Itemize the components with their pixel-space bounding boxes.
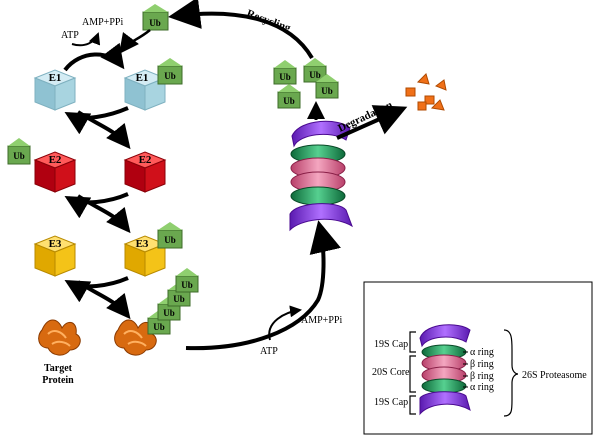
svg-text:E2: E2: [49, 154, 62, 166]
ub-entry-arrow: [118, 29, 151, 54]
legend-cap-top: 19S Cap: [374, 339, 408, 350]
atp-label-top: ATP: [61, 30, 79, 41]
legend-core: 20S Core: [372, 367, 410, 378]
legend-proteasome-title: 26S Proteasome: [522, 370, 587, 381]
svg-text:E3: E3: [136, 238, 149, 250]
svg-text:Ub: Ub: [181, 280, 193, 290]
svg-text:Ub: Ub: [13, 151, 25, 161]
svg-text:Ub: Ub: [279, 72, 291, 82]
amp-ppi-label-bottom: AMP+PPi: [301, 315, 342, 326]
ubiquitinated-protein: [114, 319, 157, 356]
svg-text:Ub: Ub: [321, 86, 333, 96]
ub-tag-e2: Ub: [7, 138, 31, 165]
ub-tag-e3: Ub: [157, 222, 183, 249]
legend-alpha-ring-top: α ring: [470, 347, 494, 358]
legend-beta-ring-2: β ring: [470, 371, 494, 382]
proteasome-legend-box: [363, 281, 593, 435]
legend-ring-ticks: [463, 351, 468, 388]
e3-cube-right: E3: [123, 235, 167, 277]
to-proteasome-arrow: [185, 220, 341, 351]
proteasome-main: [289, 120, 353, 232]
svg-text:Ub: Ub: [309, 70, 321, 80]
polyubiquitin-chain: Ub Ub Ub Ub: [147, 268, 199, 335]
amp-ppi-label-top: AMP+PPi: [82, 17, 123, 28]
svg-text:Ub: Ub: [283, 96, 295, 106]
svg-text:E2: E2: [139, 154, 152, 166]
svg-text:E3: E3: [49, 238, 62, 250]
legend-proteasome-illustration: [419, 324, 471, 416]
legend-cap-bottom: 19S Cap: [374, 397, 408, 408]
svg-text:Ub: Ub: [163, 308, 175, 318]
target-protein-label-1: Target: [44, 363, 73, 374]
atp-arrow-bottom: [268, 305, 302, 341]
atp-label-bottom: ATP: [260, 346, 278, 357]
target-protein-label-2: Protein: [42, 375, 74, 386]
svg-text:E1: E1: [136, 72, 149, 84]
svg-text:E1: E1: [49, 72, 62, 84]
svg-text:Ub: Ub: [164, 235, 176, 245]
e3-cube-left: E3: [33, 235, 77, 277]
ub-tag-e1: Ub: [157, 58, 183, 85]
atp-arrow-top: [71, 32, 101, 47]
cycle-arrow-e2-e3-up: [64, 192, 129, 219]
cycle-arrow-e1-top: [63, 42, 125, 72]
e2-cube-right: E2: [123, 151, 167, 193]
cycle-arrow-e3-protein-up: [64, 276, 129, 303]
legend-alpha-ring-bottom: α ring: [470, 382, 494, 393]
svg-text:Ub: Ub: [164, 71, 176, 81]
e2-cube-left: E2: [33, 151, 77, 193]
svg-text:Ub: Ub: [173, 294, 185, 304]
recycling-label: Recycling: [245, 8, 293, 35]
ub-tag-top: Ub: [142, 4, 169, 31]
peptide-fragments: [405, 73, 447, 111]
legend-beta-ring-1: β ring: [470, 359, 494, 370]
cycle-arrow-e1-e2-up: [64, 106, 129, 135]
svg-text:Ub: Ub: [149, 18, 161, 28]
legend-right-bracket: [503, 329, 519, 417]
legend-left-brackets: [409, 331, 416, 415]
svg-text:Ub: Ub: [153, 322, 165, 332]
recycling-arrow: [168, 0, 314, 60]
e1-cube-left: E1: [33, 69, 77, 111]
recycled-ub-cluster: Ub Ub Ub Ub: [273, 58, 339, 109]
degradation-arrow: [336, 105, 408, 140]
target-protein-left: [38, 319, 81, 356]
